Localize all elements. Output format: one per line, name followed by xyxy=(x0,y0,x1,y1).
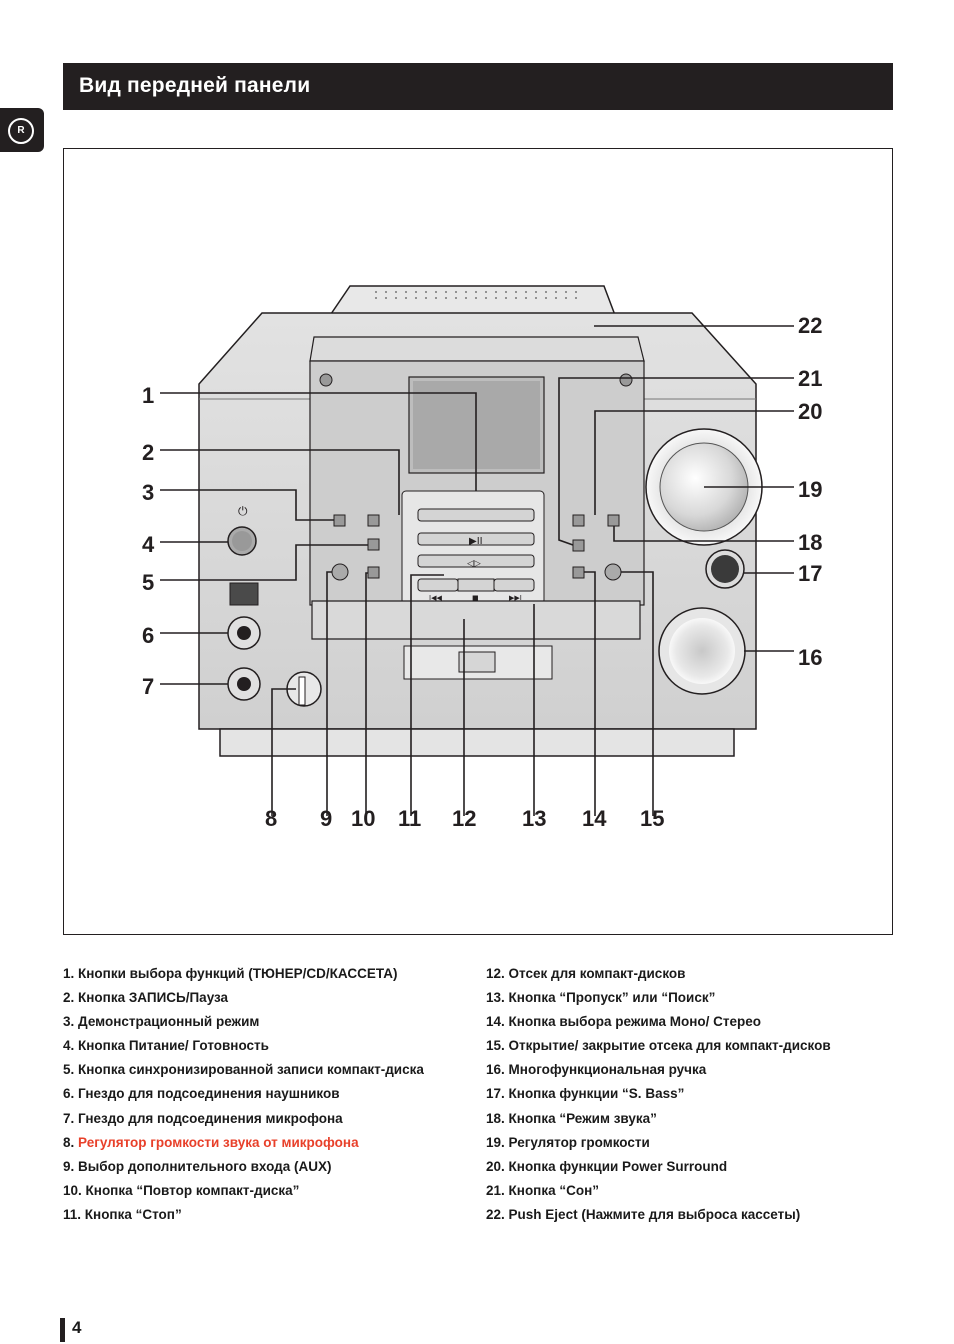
power-surround-button xyxy=(572,514,585,527)
play-pause-button xyxy=(417,532,535,546)
callout-5: 5 xyxy=(142,570,154,595)
callout-17: 17 xyxy=(798,561,822,586)
callout-15: 15 xyxy=(640,806,664,831)
legend-item: 15. Открытие/ закрытие отсека для компак… xyxy=(486,1038,831,1054)
svg-text:◁▷: ◁▷ xyxy=(467,559,481,569)
svg-text:I◀◀: I◀◀ xyxy=(429,594,442,602)
legend-item: 16. Многофункциональная ручка xyxy=(486,1062,707,1078)
callout-11: 11 xyxy=(398,806,421,831)
cd-open-close-button xyxy=(604,563,622,581)
section-header: Вид передней панели xyxy=(63,63,893,110)
callout-18: 18 xyxy=(798,530,822,555)
legend-item: 5. Кнопка синхронизированной записи комп… xyxy=(63,1062,424,1078)
legend-item: 22. Push Eject (Нажмите для выброса касс… xyxy=(486,1206,801,1222)
center-panel-top xyxy=(309,336,645,362)
legend-item-highlighted: 8. Регулятор громкости звука от микрофон… xyxy=(63,1134,359,1150)
language-tab-label: R xyxy=(8,118,34,144)
callout-7: 7 xyxy=(142,674,154,699)
record-pause-button xyxy=(367,514,380,527)
callout-20: 20 xyxy=(798,399,822,424)
front-panel-figure: ▶II ◁▷ I◀◀ ■ ▶▶I ⏻ xyxy=(63,148,893,935)
mono-stereo-button xyxy=(572,566,585,579)
section-title: Вид передней панели xyxy=(79,74,311,97)
callout-6: 6 xyxy=(142,623,154,648)
callout-1: 1 xyxy=(142,383,154,408)
cd-sync-button xyxy=(367,538,380,551)
page-number: 4 xyxy=(72,1318,82,1337)
legend-item: 14. Кнопка выбора режима Моно/ Стерео xyxy=(486,1014,762,1030)
legend-item: 18. Кнопка “Режим звука” xyxy=(486,1110,657,1126)
legend-item: 19. Регулятор громкости xyxy=(486,1134,650,1150)
legend-item: 9. Выбор дополнительного входа (AUX) xyxy=(63,1158,332,1174)
callout-13: 13 xyxy=(522,806,546,831)
svg-text:▶II: ▶II xyxy=(469,536,483,547)
callout-8: 8 xyxy=(265,806,277,831)
aux-button xyxy=(331,563,349,581)
page-number-marker xyxy=(60,1318,65,1342)
sleep-button xyxy=(572,539,585,552)
deck-vent-dots xyxy=(375,291,577,299)
panel-screw-left xyxy=(319,373,333,387)
svg-text:■: ■ xyxy=(472,594,479,602)
legend-item: 3. Демонстрационный режим xyxy=(63,1014,260,1030)
legend-left-column: 1. Кнопки выбора функций (ТЮНЕР/CD/КАССЕ… xyxy=(63,962,483,1227)
legend-item: 10. Кнопка “Повтор компакт-диска” xyxy=(63,1182,300,1198)
callout-12: 12 xyxy=(452,806,476,831)
legend-item: 2. Кнопка ЗАПИСЬ/Пауза xyxy=(63,990,229,1006)
sound-mode-button xyxy=(607,514,620,527)
callout-2: 2 xyxy=(142,440,154,465)
power-icon: ⏻ xyxy=(238,504,248,518)
legend-item: 20. Кнопка функции Power Surround xyxy=(486,1158,728,1174)
legend-item: 6. Гнездо для подсоединения наушников xyxy=(63,1086,340,1102)
base-plinth xyxy=(219,728,735,757)
legend-item: 7. Гнездо для подсоединения микрофона xyxy=(63,1110,343,1126)
callout-4: 4 xyxy=(142,532,155,557)
cd-tray xyxy=(311,600,641,640)
function-button-row-1 xyxy=(417,508,535,522)
skip-back-button xyxy=(417,578,459,592)
legend-item: 4. Кнопка Питание/ Готовность xyxy=(63,1038,269,1054)
demo-button xyxy=(333,514,346,527)
tape-direction-button xyxy=(417,554,535,568)
svg-text:▶▶I: ▶▶I xyxy=(509,594,522,602)
legend-item: 17. Кнопка функции “S. Bass” xyxy=(486,1086,685,1102)
legend-item: 12. Отсек для компакт-дисков xyxy=(486,966,686,981)
legend-right-column: 12. Отсек для компакт-дисков 13. Кнопка … xyxy=(486,962,906,1227)
front-panel-diagram: ▶II ◁▷ I◀◀ ■ ▶▶I ⏻ xyxy=(142,285,822,831)
callout-16: 16 xyxy=(798,645,822,670)
ir-sensor xyxy=(229,582,259,606)
skip-forward-button xyxy=(493,578,535,592)
legend-item: 13. Кнопка “Пропуск” или “Поиск” xyxy=(486,990,716,1006)
legend-item: 21. Кнопка “Сон” xyxy=(486,1182,600,1198)
stop-button xyxy=(457,578,495,592)
leader-lines xyxy=(160,325,794,816)
language-tab: R xyxy=(0,108,44,152)
callout-14: 14 xyxy=(582,806,607,831)
legend-item: 11. Кнопка “Стоп” xyxy=(63,1206,182,1222)
callout-21: 21 xyxy=(798,366,822,391)
callout-3: 3 xyxy=(142,480,154,505)
legend-item: 1. Кнопки выбора функций (ТЮНЕР/CD/КАССЕ… xyxy=(63,966,398,981)
callout-9: 9 xyxy=(320,806,332,831)
panel-screw-right xyxy=(619,373,633,387)
callout-19: 19 xyxy=(798,477,822,502)
callout-22: 22 xyxy=(798,313,822,338)
callout-10: 10 xyxy=(351,806,375,831)
cd-repeat-button xyxy=(367,566,380,579)
